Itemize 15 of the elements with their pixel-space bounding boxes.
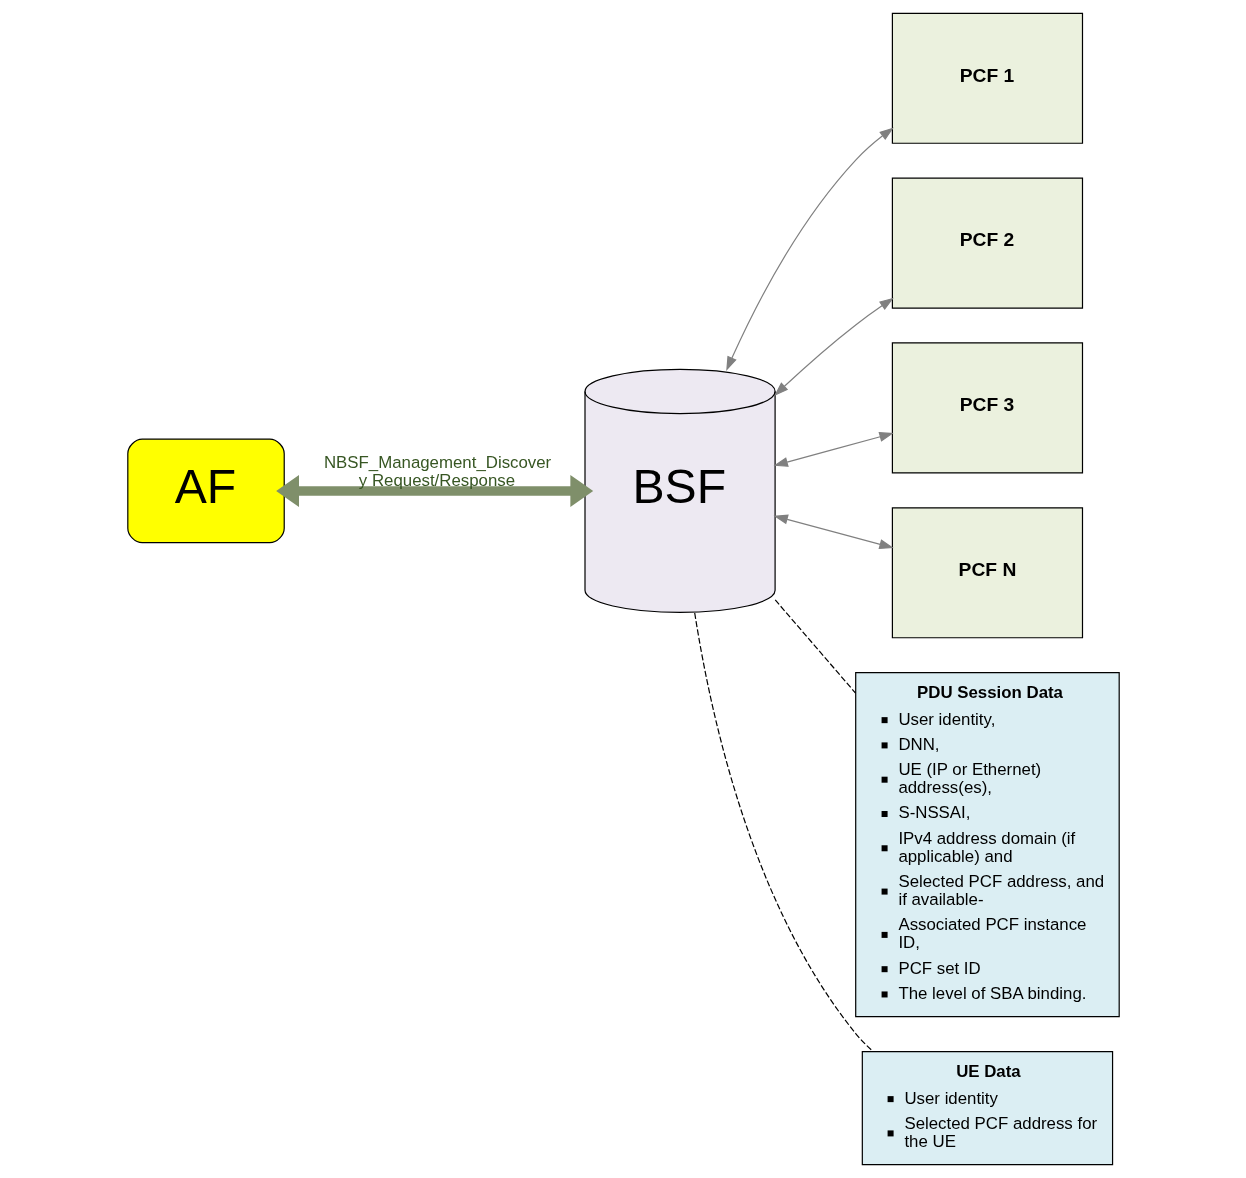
arrow	[275, 474, 593, 507]
node-box: PCF N	[891, 507, 1083, 639]
connector	[693, 612, 873, 1052]
connector	[774, 599, 856, 694]
node-box: PCF 3	[891, 342, 1083, 474]
node-box: AF	[126, 438, 285, 544]
arrow	[773, 432, 894, 467]
arrow	[725, 127, 894, 371]
arrow	[773, 514, 894, 550]
node-box: PCF 1	[891, 12, 1083, 144]
node-box: PCF 2	[891, 177, 1083, 309]
node-box: UE Data User identity Selected PCF address for the UE	[861, 1051, 1113, 1166]
node-box: PDU Session Data User identity, DNN, UE (IP or Ethernet) address(es), S-NSSAI, IPv4 address domain (if applicable) and Selected PCF address, and if available- Associated PCF instance ID, PCF set ID The level of SBA binding.	[854, 672, 1120, 1018]
edge-label: NBSF_Management_Discovery Request/Response	[323, 453, 551, 491]
arrow	[773, 297, 894, 396]
